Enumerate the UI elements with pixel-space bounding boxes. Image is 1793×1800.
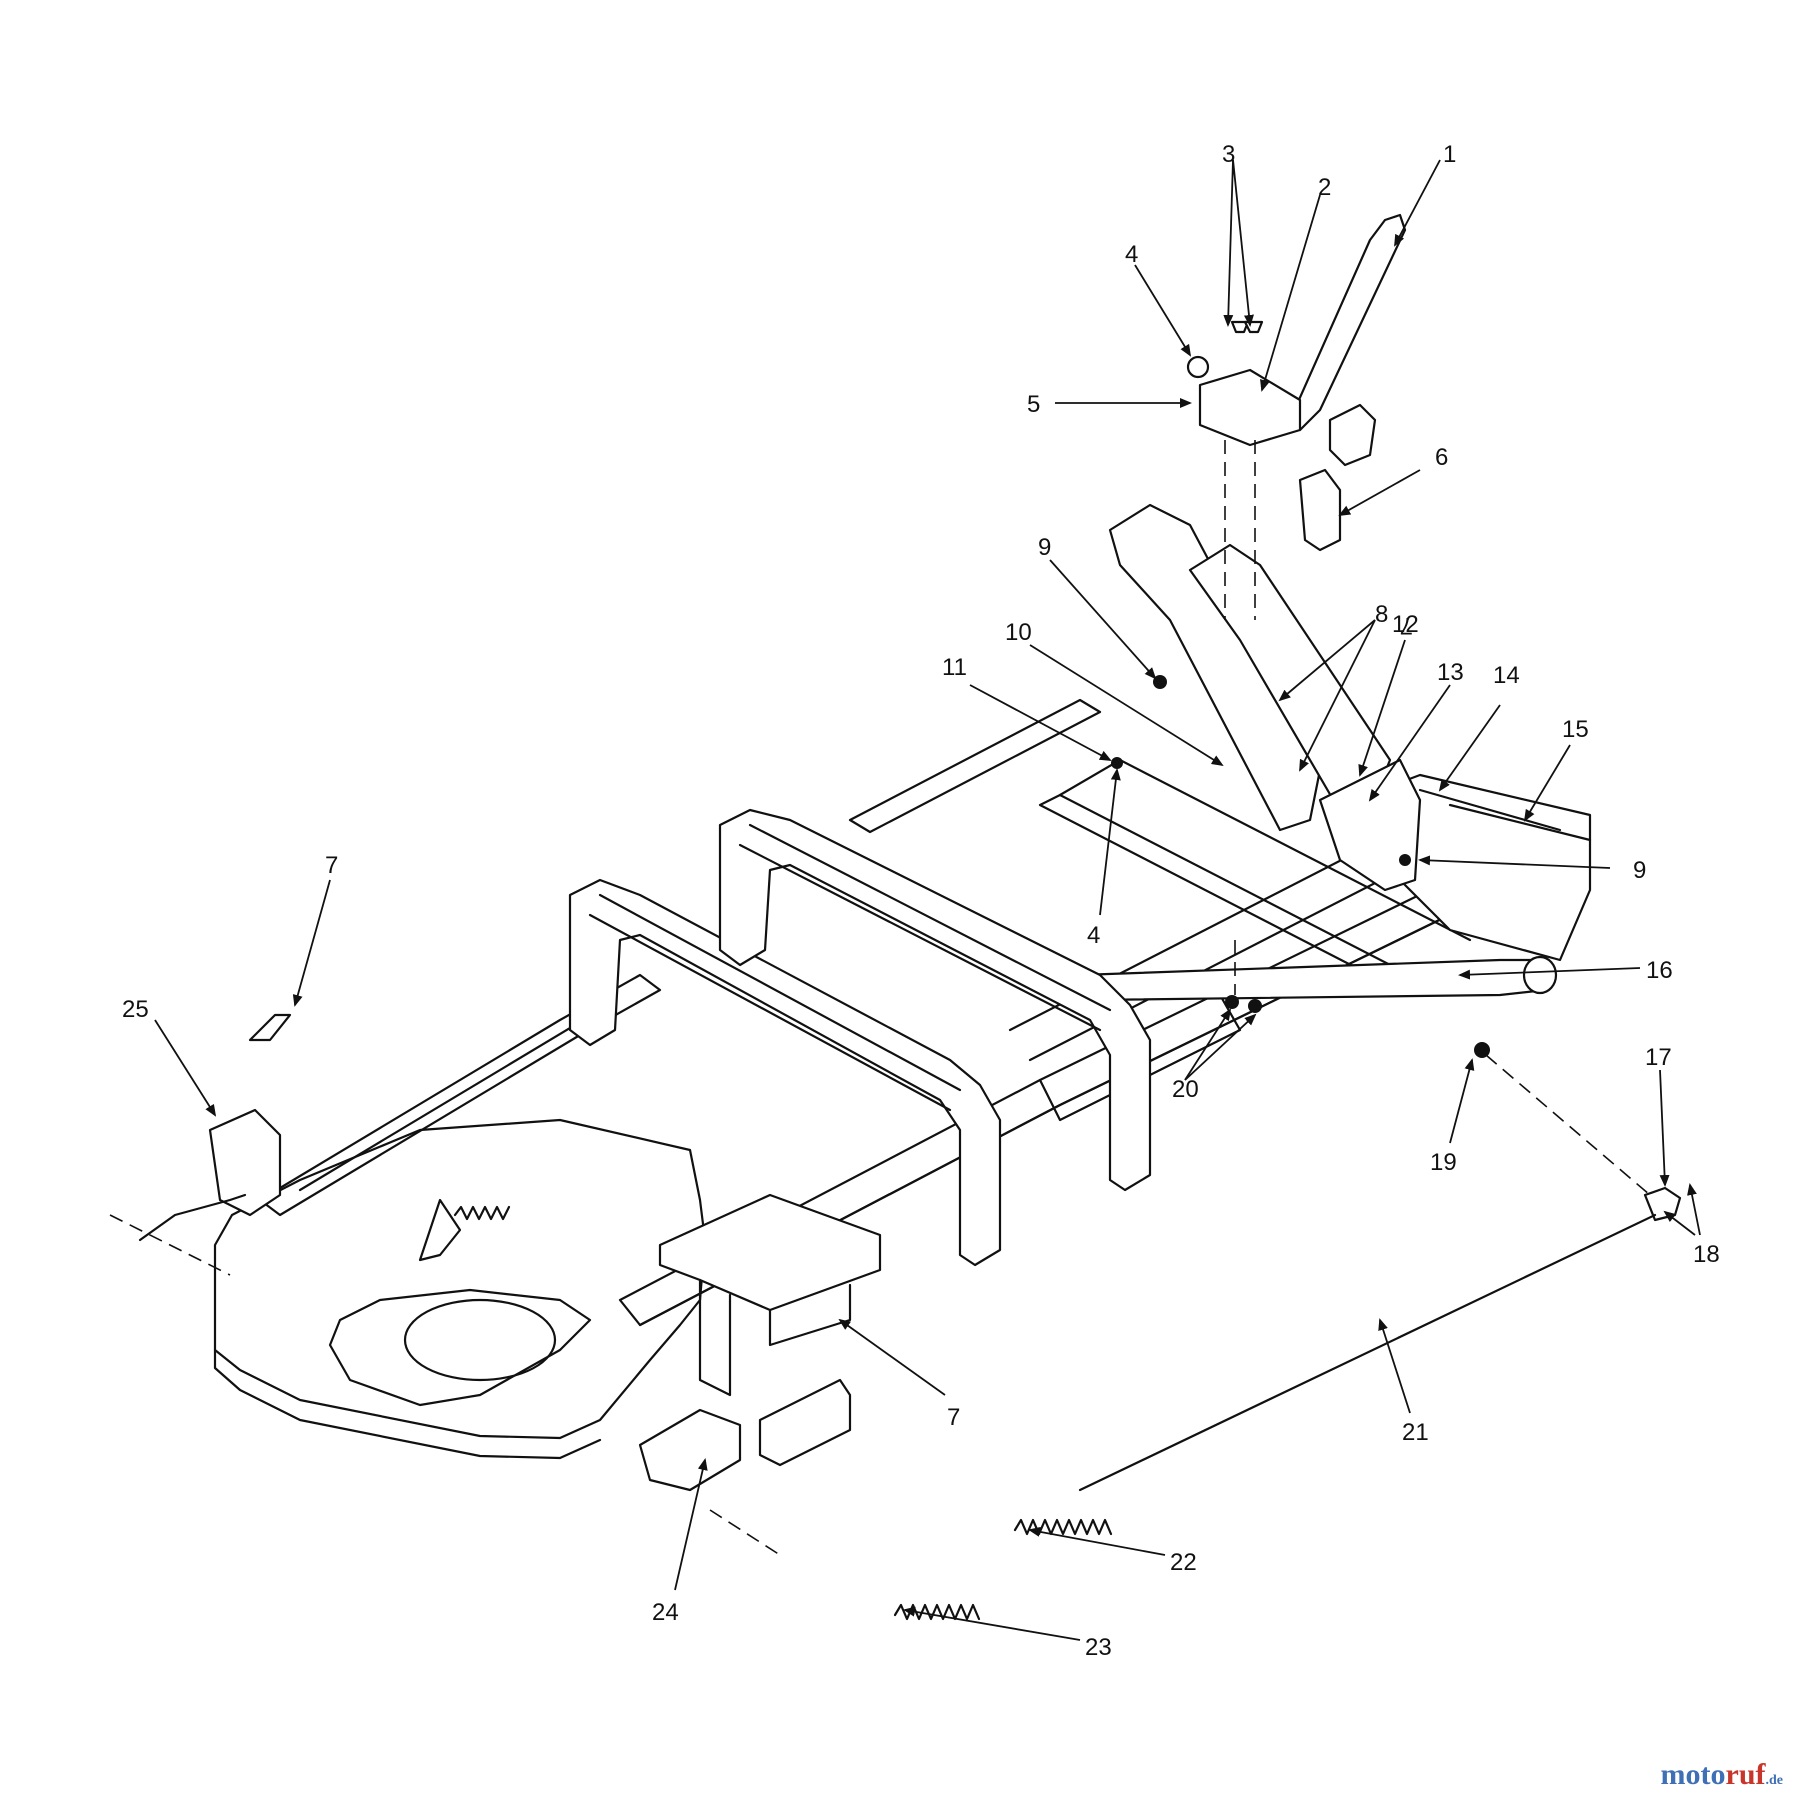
callout-3: 3 [1222,141,1235,168]
frame-assembly [208,503,1592,1492]
callout-6: 6 [1435,444,1448,471]
callout-25: 25 [122,996,149,1023]
callout-14: 14 [1493,662,1520,689]
watermark-logo: motoruf.de [1661,1758,1783,1792]
spring-23 [893,1603,981,1621]
steering-column-left [1108,503,1322,832]
callout-16: 16 [1646,957,1673,984]
arch-left [568,878,1002,1267]
watermark-part2: ruf [1725,1758,1766,1791]
small-parts [138,213,1682,1621]
spring-22 [1013,1518,1113,1536]
rear-cross-tube [1078,958,1547,1002]
callout-9b: 9 [1633,857,1646,884]
watermark-part1: moto [1660,1758,1726,1791]
callout-12: 12 [1392,611,1419,638]
battery-tray [658,1193,882,1312]
callout-8: 8 [1375,601,1388,628]
callout-19: 19 [1430,1149,1457,1176]
leader-lines [154,159,1701,1641]
lever-handle [1288,213,1407,432]
left-rail [258,973,662,1217]
callout-15: 15 [1562,716,1589,743]
deck-plate [213,1118,707,1440]
callout-18: 18 [1693,1241,1720,1268]
callout-24: 24 [652,1599,679,1626]
alignment-lines [109,440,1651,1556]
callout-23: 23 [1085,1634,1112,1661]
callout-4: 4 [1125,241,1138,268]
cable-connector [1643,1186,1682,1222]
callout-11: 11 [942,654,967,681]
callout-5: 5 [1027,391,1040,418]
callout-20: 20 [1172,1076,1199,1103]
callout-2: 2 [1318,174,1331,201]
callout-7: 7 [1400,612,1413,639]
deck-cutout [328,1288,592,1407]
callout-labels: 1 2 3 4 5 6 7 8 9 10 11 12 13 14 15 9 4 … [122,141,1720,1661]
front-fender-left [208,1108,282,1217]
rod-25 [138,1193,247,1242]
callout-7c: 7 [947,1404,960,1431]
callout-22: 22 [1170,1549,1197,1576]
front-fender-right [638,1408,742,1492]
arch-middle [718,808,1152,1192]
callout-4b: 4 [1087,922,1100,949]
callout-9: 9 [1038,534,1051,561]
deck-opening [403,1298,557,1382]
watermark-suffix: .de [1765,1773,1784,1788]
cable [1078,1213,1657,1492]
pivot-bracket [1198,368,1302,447]
callout-7b: 7 [325,852,338,879]
callout-21: 21 [1402,1419,1429,1446]
callout-13: 13 [1437,659,1464,686]
callout-1: 1 [1443,141,1456,168]
rear-rail [848,698,1102,834]
callout-10: 10 [1005,619,1032,646]
callout-17: 17 [1645,1044,1672,1071]
